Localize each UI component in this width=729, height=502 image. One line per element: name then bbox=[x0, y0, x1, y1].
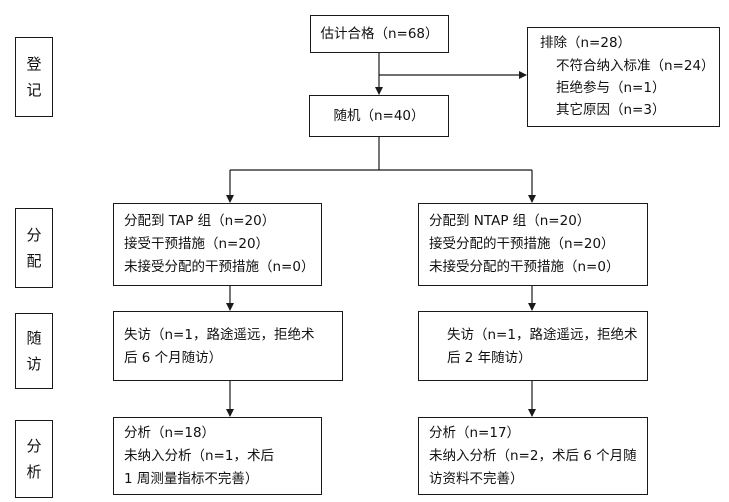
ntap-followup-box: 失访（n=1，路途遥远，拒绝术 后 2 年随访） bbox=[418, 311, 648, 381]
stage-enroll-char-2: 记 bbox=[26, 81, 42, 99]
ntap-followup-line-1: 失访（n=1，路途遥远，拒绝术 bbox=[447, 327, 638, 343]
excluded-reason-2: 拒绝参与（n=1） bbox=[556, 80, 666, 96]
excluded-title: 排除（n=28） bbox=[540, 35, 632, 51]
randomized-box: 随机（n=40） bbox=[309, 95, 449, 137]
ntap-analysis-line-1: 分析（n=17） bbox=[429, 425, 521, 441]
tap-followup-line-2: 后 6 个月随访） bbox=[124, 350, 223, 366]
ntap-analysis-line-3: 访资料不完善） bbox=[429, 471, 524, 487]
ntap-analysis-line-2: 未纳入分析（n=2，术后 6 个月随 bbox=[429, 448, 637, 464]
stage-label-analysis: 分 析 bbox=[15, 420, 53, 498]
excluded-reason-1: 不符合纳入标准（n=24） bbox=[556, 58, 715, 74]
tap-followup-line-1: 失访（n=1，路途遥远，拒绝术 bbox=[124, 327, 315, 343]
stage-label-followup: 随 访 bbox=[15, 313, 53, 389]
stage-allocate-char-2: 配 bbox=[26, 252, 42, 270]
ntap-followup-line-2: 后 2 年随访） bbox=[447, 350, 532, 366]
tap-analysis-line-2: 未纳入分析（n=1，术后 bbox=[124, 448, 274, 464]
tap-followup-box: 失访（n=1，路途遥远，拒绝术 后 6 个月随访） bbox=[113, 311, 343, 381]
tap-allocation-line-3: 未接受分配的干预措施（n=0） bbox=[124, 259, 315, 275]
randomized-text: 随机（n=40） bbox=[333, 108, 425, 124]
tap-analysis-box: 分析（n=18） 未纳入分析（n=1，术后 1 周测量指标不完善） bbox=[113, 417, 322, 495]
assessed-text: 估计合格（n=68） bbox=[320, 26, 439, 42]
tap-analysis-line-3: 1 周测量指标不完善） bbox=[124, 471, 259, 487]
tap-allocation-line-2: 接受干预措施（n=20） bbox=[124, 236, 270, 252]
ntap-allocation-line-2: 接受分配的干预措施（n=20） bbox=[429, 236, 615, 252]
stage-analysis-char-2: 析 bbox=[26, 463, 42, 481]
assessed-box: 估计合格（n=68） bbox=[310, 15, 449, 53]
stage-followup-char-2: 访 bbox=[26, 355, 42, 373]
excluded-box: 排除（n=28） 不符合纳入标准（n=24） 拒绝参与（n=1） 其它原因（n=… bbox=[527, 27, 720, 127]
ntap-allocation-line-3: 未接受分配的干预措施（n=0） bbox=[429, 259, 620, 275]
stage-allocate-char-1: 分 bbox=[26, 226, 42, 244]
stage-enroll-char-1: 登 bbox=[26, 55, 42, 73]
ntap-analysis-box: 分析（n=17） 未纳入分析（n=2，术后 6 个月随 访资料不完善） bbox=[418, 417, 648, 495]
ntap-allocation-box: 分配到 NTAP 组（n=20） 接受分配的干预措施（n=20） 未接受分配的干… bbox=[418, 203, 648, 286]
stage-analysis-char-1: 分 bbox=[26, 437, 42, 455]
tap-allocation-box: 分配到 TAP 组（n=20） 接受干预措施（n=20） 未接受分配的干预措施（… bbox=[113, 203, 322, 286]
excluded-reason-3: 其它原因（n=3） bbox=[556, 102, 666, 118]
stage-label-enroll: 登 记 bbox=[15, 37, 53, 117]
ntap-allocation-line-1: 分配到 NTAP 组（n=20） bbox=[429, 213, 591, 229]
tap-allocation-line-1: 分配到 TAP 组（n=20） bbox=[124, 213, 276, 229]
tap-analysis-line-1: 分析（n=18） bbox=[124, 425, 216, 441]
stage-followup-char-1: 随 bbox=[26, 329, 42, 347]
stage-label-allocate: 分 配 bbox=[15, 208, 53, 288]
